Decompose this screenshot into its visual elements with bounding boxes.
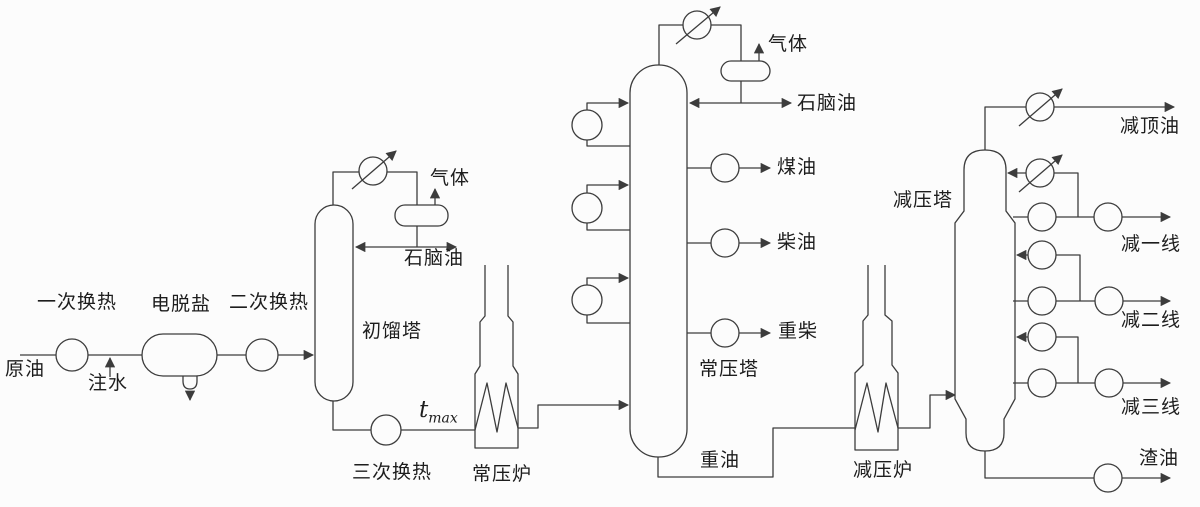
desalter-vessel bbox=[141, 333, 218, 377]
initial-tower-vessel bbox=[314, 204, 354, 402]
initial-tower-section bbox=[314, 150, 475, 446]
vac-tower-section bbox=[954, 88, 1176, 493]
vac-furnace-section bbox=[854, 265, 957, 451]
heat-exchanger-1-icon bbox=[55, 338, 89, 372]
label-atm-gas: 气体 bbox=[768, 33, 809, 55]
atm-bottoms-heavy-oil-line bbox=[657, 427, 855, 478]
vac-furnace-coil bbox=[854, 382, 899, 433]
vac-line-1-exchanger-a-icon bbox=[1027, 202, 1057, 232]
pumparound-1-exchanger-icon bbox=[571, 109, 603, 141]
label-t-max: tmax bbox=[419, 397, 458, 427]
label-vac-top-oil: 减顶油 bbox=[1120, 115, 1181, 137]
label-vac-furnace: 减压炉 bbox=[853, 459, 914, 481]
pumparound-3-exchanger-icon bbox=[571, 284, 603, 316]
heavy-diesel-exchanger-icon bbox=[710, 318, 740, 348]
label-kerosene: 煤油 bbox=[777, 156, 818, 178]
label-vac-line-2: 减二线 bbox=[1121, 309, 1182, 331]
vac-line-2-exchanger-a-icon bbox=[1027, 286, 1057, 316]
atm-reflux-drum bbox=[720, 60, 771, 82]
label-atm-naphtha: 石脑油 bbox=[797, 92, 858, 114]
label-heat-exchange-3: 三次换热 bbox=[352, 461, 433, 483]
heat-exchanger-2-icon bbox=[245, 338, 279, 372]
label-heat-exchange-2: 二次换热 bbox=[229, 291, 310, 313]
atm-condenser-arrow bbox=[675, 6, 721, 45]
label-heavy-oil: 重油 bbox=[700, 449, 741, 471]
label-water-injection: 注水 bbox=[88, 372, 129, 394]
label-vac-line-1: 减一线 bbox=[1121, 233, 1182, 255]
label-heat-exchange-1: 一次换热 bbox=[37, 291, 118, 313]
label-heavy-diesel: 重柴 bbox=[778, 320, 819, 342]
label-residue: 渣油 bbox=[1139, 447, 1180, 469]
vac-condenser-arrow bbox=[1018, 88, 1063, 127]
vac-top-oil-line bbox=[984, 101, 1176, 150]
vac-return-1-cooler-arrow bbox=[1018, 154, 1063, 193]
label-desalter: 电脱盐 bbox=[151, 293, 212, 315]
residue-exchanger-icon bbox=[1093, 463, 1123, 493]
label-crude-oil: 原油 bbox=[5, 358, 46, 380]
atm-tower-vessel bbox=[629, 64, 688, 458]
label-diesel: 柴油 bbox=[777, 231, 818, 253]
label-atm-tower: 常压塔 bbox=[699, 358, 760, 380]
desalter-drain bbox=[182, 376, 198, 390]
label-initial-gas: 气体 bbox=[430, 167, 471, 189]
atm-transfer-line bbox=[518, 399, 630, 429]
vac-line-3-exchanger-b-icon bbox=[1094, 368, 1124, 398]
initial-condenser-arrow bbox=[351, 150, 397, 190]
kerosene-exchanger-icon bbox=[710, 153, 740, 183]
vac-tower-vessel bbox=[954, 149, 1016, 452]
heat-exchanger-3-icon bbox=[370, 414, 402, 446]
vac-line-3-exchanger-a-icon bbox=[1027, 368, 1057, 398]
initial-reflux-drum bbox=[394, 204, 449, 227]
atm-furnace-coil bbox=[474, 382, 519, 433]
diesel-exchanger-icon bbox=[710, 228, 740, 258]
vac-furnace-body bbox=[854, 265, 899, 451]
vac-transfer-line bbox=[898, 389, 957, 429]
label-initial-naphtha: 石脑油 bbox=[404, 247, 465, 269]
pumparound-2-exchanger-icon bbox=[571, 192, 603, 224]
label-vac-tower: 减压塔 bbox=[893, 189, 954, 211]
atm-furnace-body bbox=[474, 265, 519, 449]
label-atm-furnace: 常压炉 bbox=[472, 463, 533, 485]
initial-bottoms-line bbox=[332, 401, 475, 431]
label-vac-line-3: 减三线 bbox=[1121, 396, 1182, 418]
atm-furnace-section bbox=[474, 265, 630, 449]
vac-return-2-exchanger-icon bbox=[1027, 240, 1057, 270]
atm-tower-section bbox=[571, 6, 855, 478]
vac-return-3-exchanger-icon bbox=[1027, 322, 1057, 352]
label-initial-tower: 初馏塔 bbox=[362, 320, 423, 342]
feed-section bbox=[20, 333, 315, 402]
vac-line-1-exchanger-b-icon bbox=[1093, 202, 1123, 232]
vac-line-2-exchanger-b-icon bbox=[1094, 286, 1124, 316]
